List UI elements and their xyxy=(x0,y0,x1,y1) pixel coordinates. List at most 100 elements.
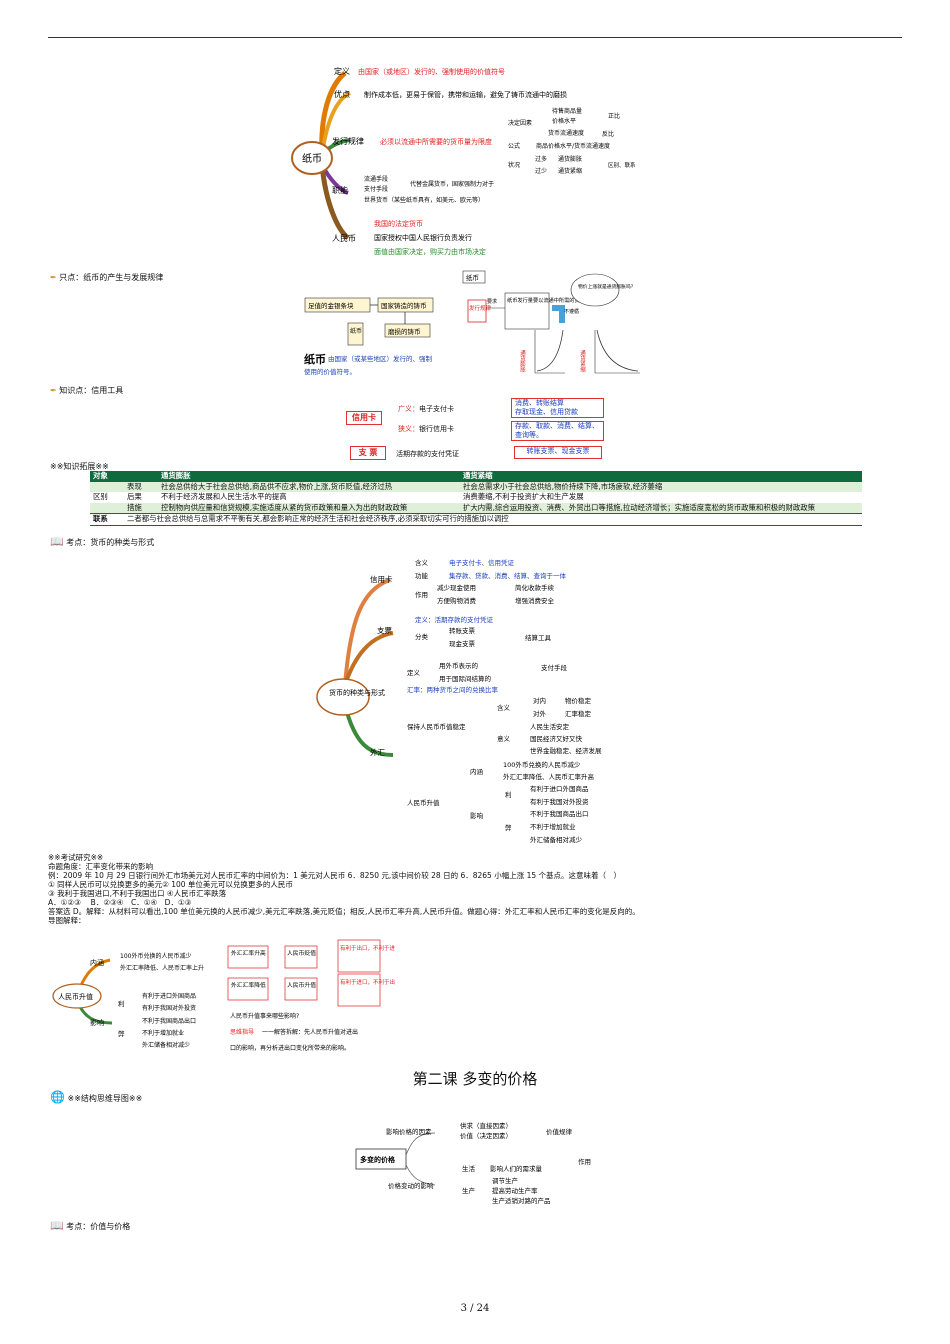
svg-text:简化收款手续: 简化收款手续 xyxy=(515,583,555,592)
svg-text:口的影响，再分析进出口变化所带来的影响。: 口的影响，再分析进出口变化所带来的影响。 xyxy=(230,1044,350,1052)
svg-text:磨损的铸币: 磨损的铸币 xyxy=(388,327,421,336)
paper-money-mindmap: 纸币 定义 由国家（或地区）发行的、强制使用的价值符号 优点 制作成本低，更易于… xyxy=(291,66,636,256)
svg-text:不遵循: 不遵循 xyxy=(564,308,579,315)
svg-text:有利于进口外国商品: 有利于进口外国商品 xyxy=(142,992,196,1000)
svg-text:不利于增加就业: 不利于增加就业 xyxy=(530,822,576,831)
svg-text:电子支付卡、信用凭证: 电子支付卡、信用凭证 xyxy=(449,558,515,567)
pm-rmb-2: 国家授权中国人民银行负责发行 xyxy=(374,233,472,242)
svg-text:多变的价格: 多变的价格 xyxy=(360,1155,396,1164)
quill-icon-2: ✒ xyxy=(50,386,57,395)
pm-under: 过少 xyxy=(535,167,547,175)
svg-text:外汇储备相对减少: 外汇储备相对减少 xyxy=(530,835,583,844)
svg-text:用于国际间结算的: 用于国际间结算的 xyxy=(439,674,492,683)
svg-text:由国家（或某些地区）发行的、强制: 由国家（或某些地区）发行的、强制 xyxy=(328,354,433,363)
research-title: ※※考试研究※※ xyxy=(48,853,104,862)
pm-function-label: 职能 xyxy=(332,185,348,195)
pm-func-world: 世界货币（某些纸币具有，如美元、欧元等） xyxy=(364,196,484,204)
kp4-row: 📖 考点：价值与价格 xyxy=(50,1220,130,1232)
svg-text:纸币: 纸币 xyxy=(466,273,479,282)
svg-text:有利于出口，不利于进口。: 有利于出口，不利于进口。 xyxy=(340,944,395,952)
pm-under-result: 通货紧缩 xyxy=(558,167,582,175)
svg-text:汇率稳定: 汇率稳定 xyxy=(565,709,592,718)
credit-tools-diagram: 信用卡 广义：电子支付卡 狭义：银行信用卡 消费、转账结算存取现金、信用贷款 存… xyxy=(346,397,611,462)
price-mindmap: 多变的价格 影响价格的因素 供求（直接因素） 价值（决定因素） 价值规律 作用 … xyxy=(355,1121,591,1205)
svg-text:足值的金银条块: 足值的金银条块 xyxy=(308,301,354,310)
book-icon: 📖 xyxy=(50,535,64,548)
svg-text:供求（直接因素）: 供求（直接因素） xyxy=(460,1121,512,1130)
svg-text:物价上涨就是通货膨胀吗？: 物价上涨就是通货膨胀吗？ xyxy=(578,283,636,290)
svg-text:弊: 弊 xyxy=(118,1029,125,1038)
svg-text:人民币升值: 人民币升值 xyxy=(407,798,440,807)
svg-text:对外: 对外 xyxy=(533,709,547,718)
research-opt12: ① 同样人民币可以兑换更多的美元② 100 单位美元可以兑换更多的人民币 xyxy=(48,880,293,889)
pm-rmb-3: 面值由国家决定，购买力由市场决定 xyxy=(374,247,486,256)
svg-text:含义: 含义 xyxy=(415,558,429,567)
research-section: ※※考试研究※※ 命题角度：汇率变化带来的影响 例：2009 年 10 月 29… xyxy=(48,853,908,925)
svg-text:集存款、贷款、消费、结算、查询于一体: 集存款、贷款、消费、结算、查询于一体 xyxy=(449,571,567,580)
svg-text:一一解答拆解：先人民币升值对进出: 一一解答拆解：先人民币升值对进出 xyxy=(262,1028,358,1036)
svg-text:对内: 对内 xyxy=(533,696,546,705)
svg-text:通货膨胀: 通货膨胀 xyxy=(519,349,526,374)
svg-text:用外币表示的: 用外币表示的 xyxy=(439,661,479,670)
svg-text:物价稳定: 物价稳定 xyxy=(565,696,592,705)
cheque-text: 活期存款的支付凭证 xyxy=(396,450,459,458)
svg-text:保持人民币币值稳定: 保持人民币币值稳定 xyxy=(407,722,466,731)
svg-text:作用: 作用 xyxy=(415,590,428,599)
pm-formula-text: 商品价格水平/货币流通速度 xyxy=(536,142,610,150)
svg-text:现金支票: 现金支票 xyxy=(449,639,476,648)
structure-title-row: 🌐 ※※结构思维导图※※ xyxy=(50,1090,142,1104)
pm-factor-speed: 货币流通速度 xyxy=(548,129,584,137)
svg-text:外汇汇率降低: 外汇汇率降低 xyxy=(231,981,266,989)
svg-text:人民币升值: 人民币升值 xyxy=(287,981,316,989)
research-choices: A．①②③ B．②③④ C．①④ D．①③ xyxy=(48,898,192,907)
pm-definition-text: 由国家（或地区）发行的、强制使用的价值符号 xyxy=(358,67,505,76)
pm-fanbi: 反比 xyxy=(602,130,614,138)
credit-box2: 存款、取款、消费、结算、查询等。 xyxy=(511,421,604,441)
svg-text:影响价格的因素: 影响价格的因素 xyxy=(386,1127,432,1136)
pm-zhengbi: 正比 xyxy=(608,112,620,120)
lesson2-title: 第二课 多变的价格 xyxy=(412,1070,538,1088)
svg-text:价值（决定因素）: 价值（决定因素） xyxy=(460,1131,512,1140)
header-rule xyxy=(48,37,902,38)
svg-text:通货紧缩: 通货紧缩 xyxy=(579,349,586,374)
pm-rmb-1: 我国的法定货币 xyxy=(374,219,423,228)
globe-icon: 🌐 xyxy=(50,1090,65,1104)
svg-text:影响: 影响 xyxy=(470,811,484,820)
credit-narrow: 狭义：银行信用卡 xyxy=(398,425,454,433)
svg-text:内涵: 内涵 xyxy=(90,958,104,967)
svg-text:支付手段: 支付手段 xyxy=(541,663,568,672)
pm-advantage-text: 制作成本低，更易于保管，携带和运输，避免了铸币流通中的磨损 xyxy=(364,90,567,99)
paper-money-flow-diagram: 足值的金银条块 国家铸造的铸币 磨损的铸币 纸币 纸币 由国家（或某些地区）发行… xyxy=(304,270,640,376)
inflation-table: 对象通货膨胀通货紧缩 表现社会总供给大于社会总供给,商品供不应求,物价上涨,货币… xyxy=(90,471,862,526)
svg-text:100外币兑换的人民币减少: 100外币兑换的人民币减少 xyxy=(120,952,191,960)
svg-text:不利于我国商品出口: 不利于我国商品出口 xyxy=(142,1017,196,1025)
research-guide: 导图解释： xyxy=(48,916,86,925)
mm-cheque: 支票 xyxy=(377,625,392,635)
extension-title: ※※知识拓展※※ xyxy=(50,462,109,471)
pm-formula-label: 公式 xyxy=(508,142,520,150)
svg-text:人民生活安定: 人民生活安定 xyxy=(530,722,570,731)
svg-text:外汇储备相对减少: 外汇储备相对减少 xyxy=(142,1041,190,1049)
pm-factor-goods: 待售商品量 xyxy=(552,107,582,115)
svg-text:结算工具: 结算工具 xyxy=(525,633,552,642)
pm-status-label: 状况 xyxy=(508,161,520,169)
pm-func-note: 代替金属货币，国家强制力对于 xyxy=(410,180,494,188)
svg-text:内涵: 内涵 xyxy=(470,767,483,776)
pm-law-text: 必须以流通中所需要的货币量为限度 xyxy=(380,137,492,146)
money-center-label: 货币的种类与形式 xyxy=(329,688,385,697)
svg-text:人民币升值: 人民币升值 xyxy=(58,992,93,1001)
svg-text:国家铸造的铸币: 国家铸造的铸币 xyxy=(381,301,427,310)
credit-box1: 消费、转账结算存取现金、信用贷款 xyxy=(511,398,604,418)
svg-text:有利于我国对外投资: 有利于我国对外投资 xyxy=(530,797,589,806)
svg-text:100外币兑换的人民币减少: 100外币兑换的人民币减少 xyxy=(503,760,581,769)
kp1-row: ✒ 只点：纸币的产生与发展规律 xyxy=(50,272,163,283)
paper-money-center-label: 纸币 xyxy=(302,152,322,165)
svg-text:分类: 分类 xyxy=(415,632,429,641)
svg-text:外汇汇率升高: 外汇汇率升高 xyxy=(231,949,266,957)
svg-text:生活: 生活 xyxy=(462,1164,476,1173)
svg-text:外汇汇率降低、人民币汇率上升: 外汇汇率降低、人民币汇率上升 xyxy=(120,964,204,972)
pm-factor-price: 价格水平 xyxy=(552,117,576,125)
svg-text:纸币发行量要以流通中所需的货币量为限: 纸币发行量要以流通中所需的货币量为限 xyxy=(507,296,600,304)
svg-text:减少现金使用: 减少现金使用 xyxy=(437,583,476,592)
svg-text:要求: 要求 xyxy=(487,298,497,305)
